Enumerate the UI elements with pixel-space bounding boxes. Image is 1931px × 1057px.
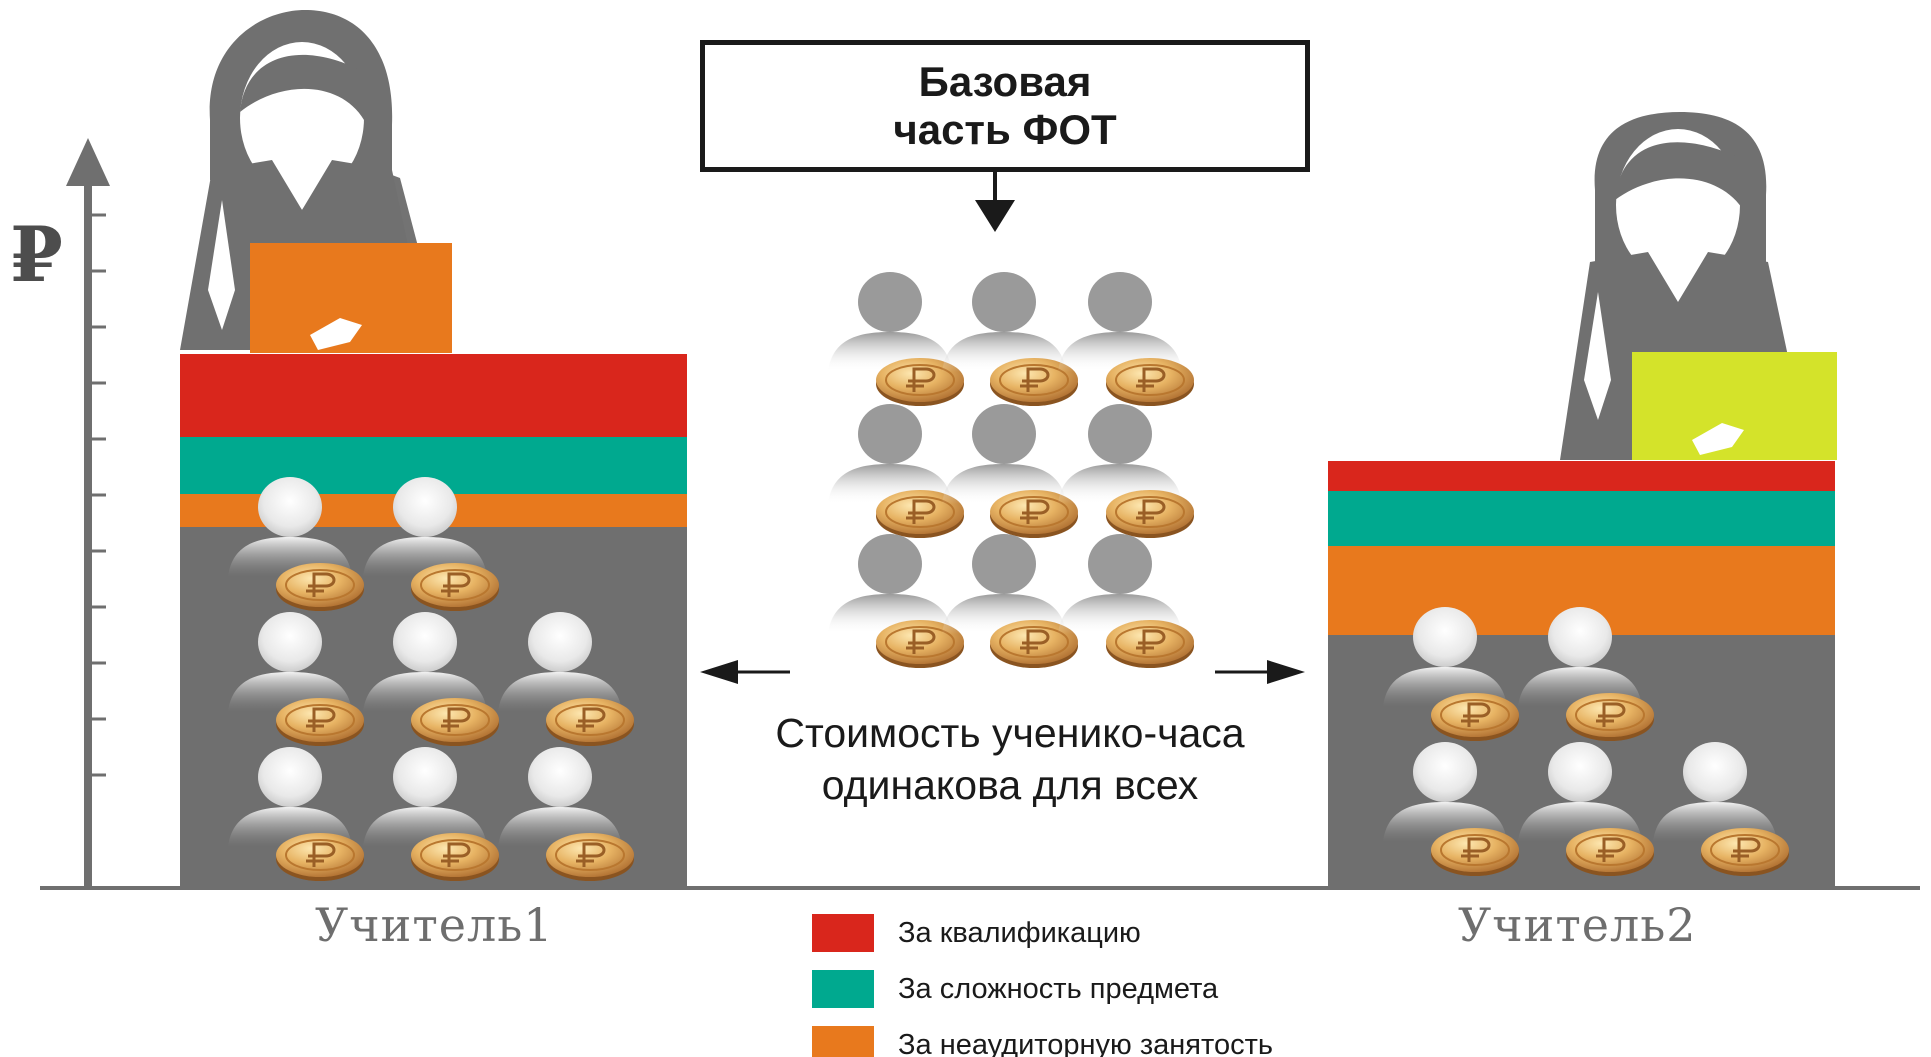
legend-label: За неаудиторную занятость xyxy=(898,1028,1273,1057)
y-axis xyxy=(66,138,110,888)
left-arrow xyxy=(700,660,790,684)
bar-2-subject xyxy=(1328,491,1835,546)
teacher-1-figure xyxy=(180,10,452,353)
legend-swatch xyxy=(812,1026,874,1057)
legend-item-qualification: За квалификацию xyxy=(812,905,1273,961)
coin-icon xyxy=(546,698,634,746)
coin-icon xyxy=(990,490,1078,538)
center-student-group xyxy=(828,272,1194,668)
student-icon xyxy=(1058,272,1182,372)
coin-icon xyxy=(876,358,964,406)
coin-icon xyxy=(1106,620,1194,668)
student-icon xyxy=(942,404,1066,504)
coin-icon xyxy=(1431,693,1519,741)
title-box: Базовая часть ФОТ xyxy=(700,40,1310,172)
student-icon xyxy=(942,534,1066,634)
coin-icon xyxy=(546,833,634,881)
coin-icon xyxy=(276,833,364,881)
teacher-1-bar xyxy=(180,354,687,888)
teacher-2-bar xyxy=(1328,461,1835,888)
right-arrow xyxy=(1215,660,1305,684)
coin-icon xyxy=(411,698,499,746)
ruble-axis-label: ₽ xyxy=(10,210,63,299)
teacher-1-label: Учитель1 xyxy=(315,898,554,952)
legend-swatch xyxy=(812,914,874,952)
caption: Стоимость ученико-часа одинакова для все… xyxy=(690,707,1330,811)
student-icon xyxy=(828,534,952,634)
coin-icon xyxy=(411,563,499,611)
coin-icon xyxy=(276,698,364,746)
legend-item-subject: За сложность предмета xyxy=(812,961,1273,1017)
coin-icon xyxy=(1701,828,1789,876)
legend-swatch xyxy=(812,970,874,1008)
student-icon xyxy=(828,404,952,504)
coin-icon xyxy=(1566,828,1654,876)
legend-label: За сложность предмета xyxy=(898,972,1219,1005)
coin-icon xyxy=(1431,828,1519,876)
caption-line-1: Стоимость ученико-часа xyxy=(775,710,1245,756)
coin-icon xyxy=(1566,693,1654,741)
title-line-2: часть ФОТ xyxy=(893,106,1117,153)
legend: За квалификацию За сложность предмета За… xyxy=(812,905,1273,1057)
down-arrow xyxy=(975,172,1015,232)
bar-2-qualification xyxy=(1328,461,1835,491)
coin-icon xyxy=(411,833,499,881)
student-icon xyxy=(1058,404,1182,504)
title-line-1: Базовая xyxy=(918,58,1092,105)
legend-label: За квалификацию xyxy=(898,916,1141,949)
coin-icon xyxy=(1106,490,1194,538)
student-icon xyxy=(942,272,1066,372)
coin-icon xyxy=(276,563,364,611)
teacher-2-figure xyxy=(1560,112,1837,460)
coin-icon xyxy=(876,620,964,668)
legend-item-extra: За неаудиторную занятость xyxy=(812,1017,1273,1057)
coin-icon xyxy=(990,620,1078,668)
student-icon xyxy=(828,272,952,372)
coin-icon xyxy=(990,358,1078,406)
coin-icon xyxy=(1106,358,1194,406)
student-icon xyxy=(1058,534,1182,634)
teacher-2-label: Учитель2 xyxy=(1458,898,1697,952)
caption-line-2: одинакова для всех xyxy=(821,762,1199,808)
coin-icon xyxy=(876,490,964,538)
bar-1-qualification xyxy=(180,354,687,437)
